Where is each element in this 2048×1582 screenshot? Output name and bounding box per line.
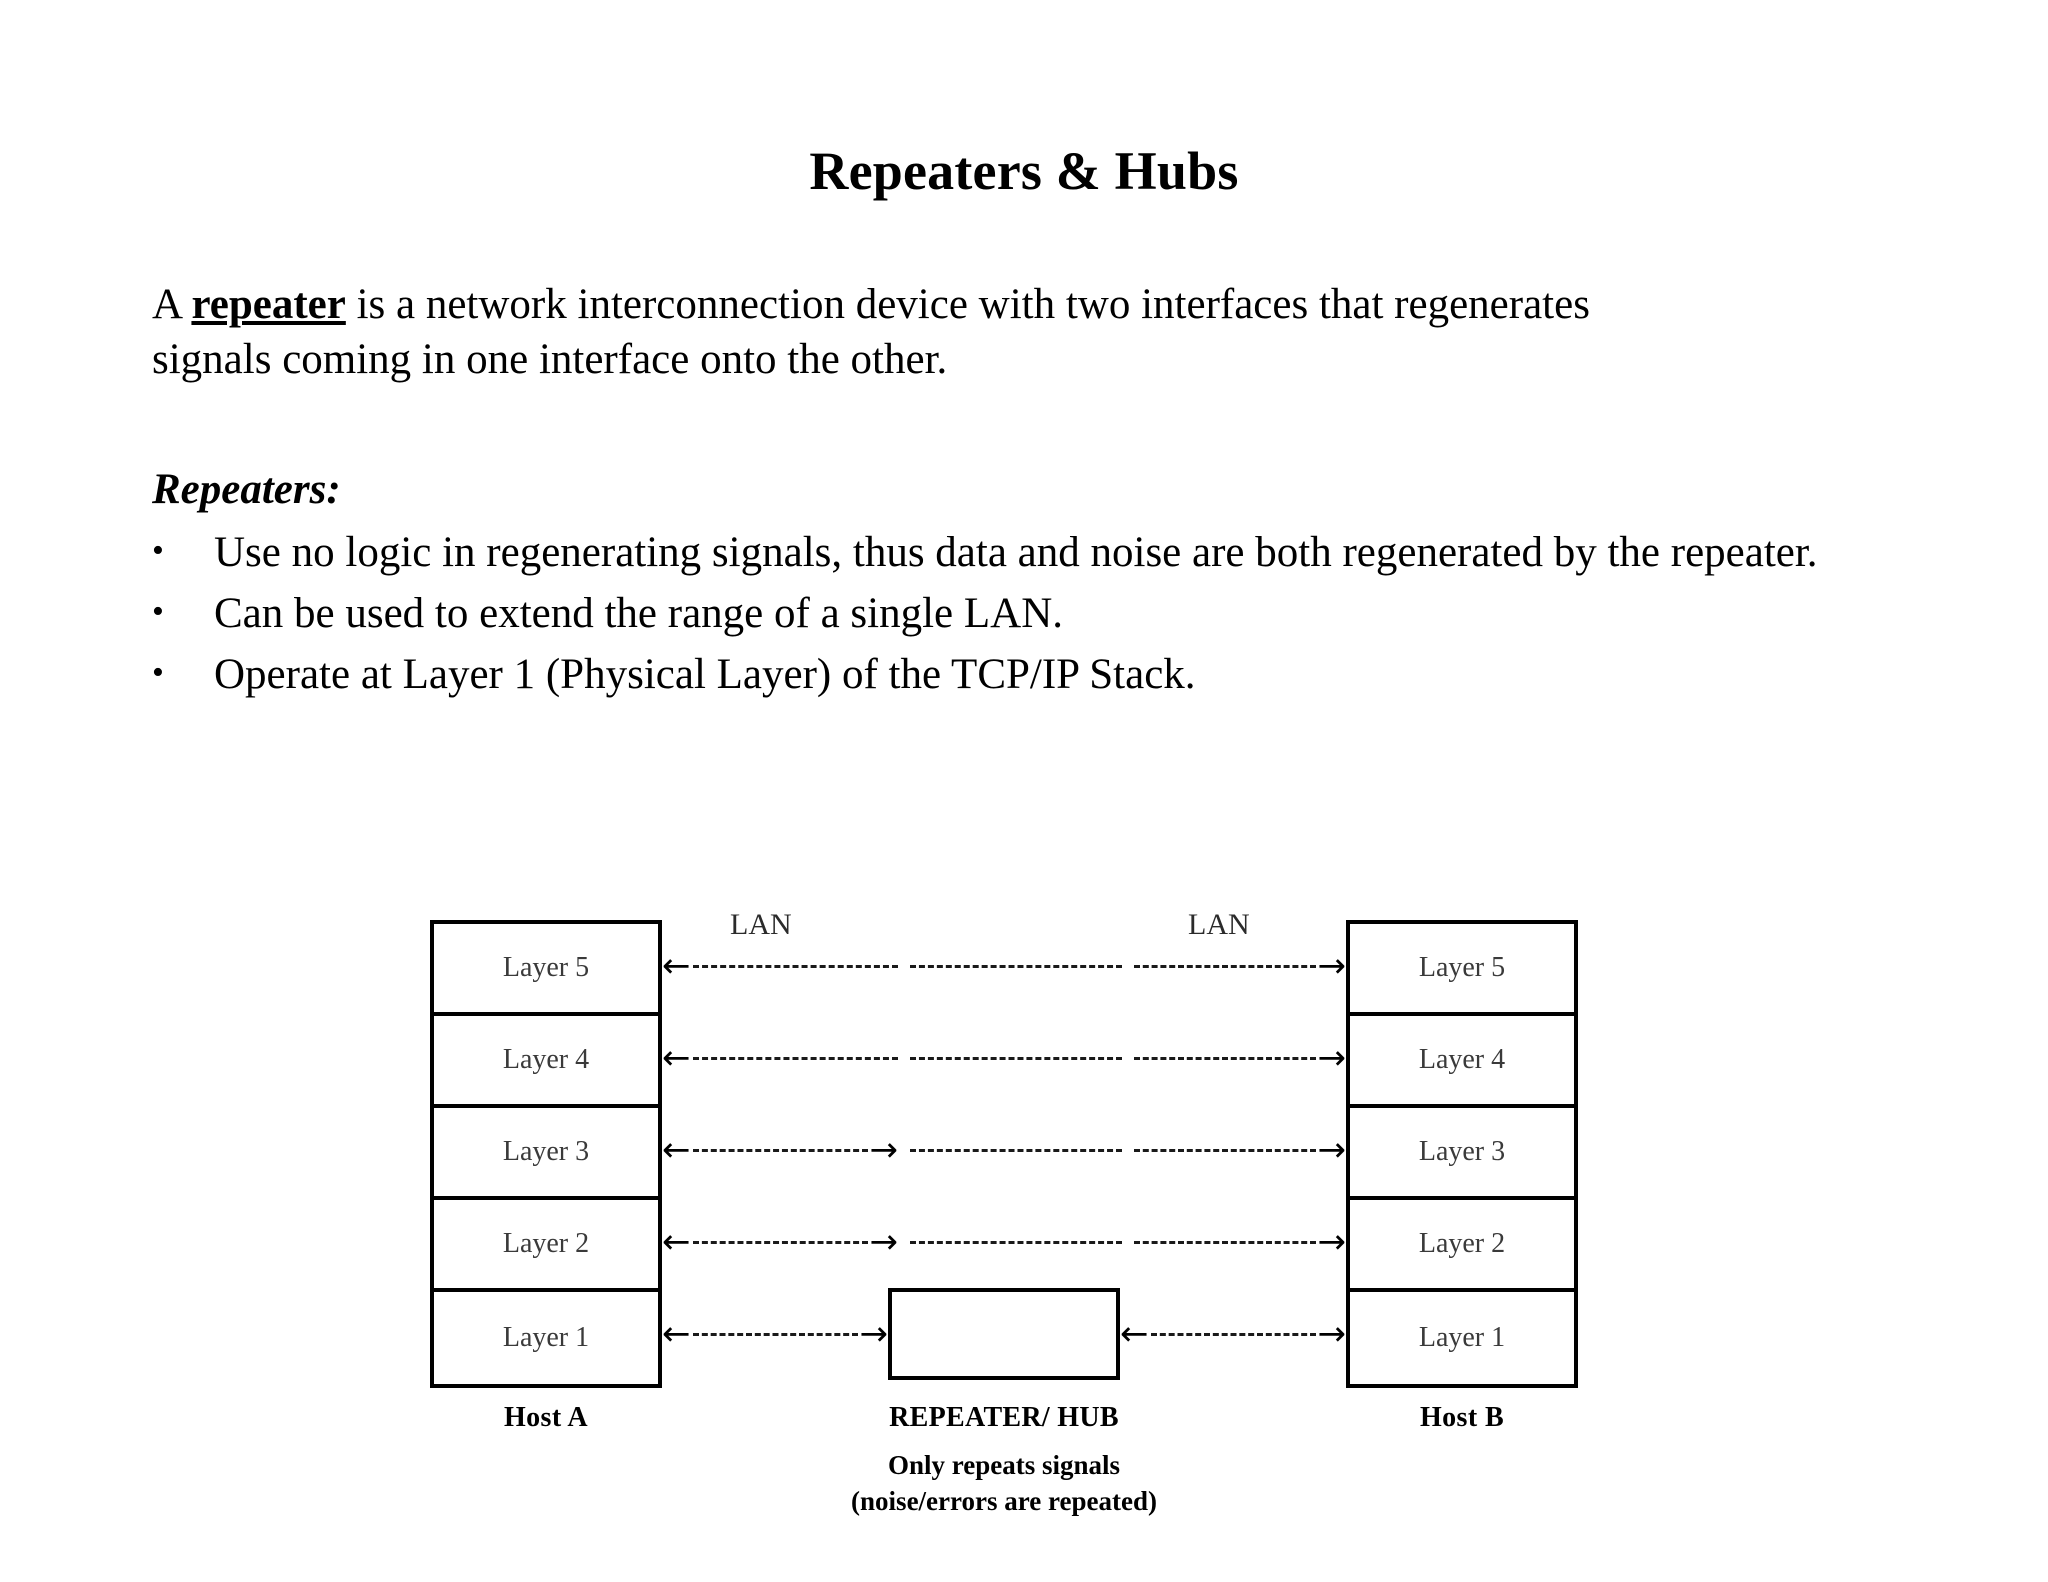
link-segment-right: →: [1134, 1222, 1347, 1262]
list-item: • Use no logic in regenerating signals, …: [152, 525, 1952, 580]
dashed-line: [1150, 1332, 1316, 1336]
link-row-layer-1: ← → ← →: [662, 1288, 1346, 1380]
link-segment-right: →: [1134, 1038, 1347, 1078]
host-b-label: Host B: [1419, 1402, 1505, 1433]
host-a-layer-3: Layer 3: [434, 1108, 658, 1200]
host-b-stack: Layer 5 Layer 4 Layer 3 Layer 2 Layer 1: [1346, 920, 1578, 1388]
link-segment-middle: [910, 1043, 1122, 1073]
link-segment-left: ←: [662, 1038, 898, 1078]
dashed-line: [692, 1240, 868, 1244]
link-segment-host-a-to-repeater: ← →: [662, 1317, 888, 1351]
arrow-right-icon: →: [1317, 1222, 1347, 1262]
host-b-layer-1: Layer 1: [1418, 1322, 1506, 1353]
arrow-left-icon: ←: [662, 1038, 691, 1078]
host-b-layer-3: Layer 3: [1350, 1108, 1574, 1200]
arrow-right-icon: →: [859, 1314, 889, 1354]
host-b-layer-5: Layer 5: [1350, 924, 1574, 1016]
host-a-label: Host A: [503, 1402, 589, 1433]
host-a-stack: Layer 5 Layer 4 Layer 3 Layer 2 Layer 1: [430, 920, 662, 1388]
arrow-left-icon: ←: [662, 1314, 691, 1354]
list-item-label: Can be used to extend the range of a sin…: [214, 590, 1063, 638]
dashed-line: [910, 1056, 1122, 1060]
host-b-layer-2: Layer 2: [1350, 1200, 1574, 1292]
arrow-left-icon: ←: [662, 1222, 691, 1262]
host-b-layer-4: Layer 4: [1350, 1016, 1574, 1108]
repeater-caption: Only repeats signals (noise/errors are r…: [718, 1448, 1290, 1519]
arrow-left-icon: ←: [662, 946, 691, 986]
host-a-layer-4: Layer 4: [434, 1016, 658, 1108]
list-item-label: Use no logic in regenerating signals, th…: [214, 529, 1818, 576]
link-row-layer-5: ← →: [662, 920, 1346, 1012]
list-item: • Operate at Layer 1 (Physical Layer) of…: [152, 647, 1952, 702]
dashed-line: [692, 1148, 868, 1152]
page-title: Repeaters & Hubs: [809, 141, 1239, 201]
dashed-line: [1134, 1240, 1316, 1244]
repeater-caption-line-1: Only repeats signals: [887, 1450, 1121, 1480]
arrow-right-icon: →: [1317, 946, 1347, 986]
arrow-left-icon: ←: [662, 1130, 691, 1170]
link-segment-repeater-to-host-b: ← →: [1120, 1317, 1346, 1351]
link-row-layer-3: ← → →: [662, 1104, 1346, 1196]
intro-text-before: A: [152, 281, 192, 328]
dashed-line: [692, 1332, 858, 1336]
link-segment-middle: [910, 951, 1122, 981]
lan-label-right: LAN: [1188, 908, 1250, 941]
repeater-keyword: repeater: [191, 281, 346, 328]
dashed-line: [910, 1240, 1122, 1244]
host-a-layer-1: Layer 1: [502, 1322, 590, 1353]
link-segment-left: ← →: [662, 1222, 899, 1262]
host-a-layer-2: Layer 2: [434, 1200, 658, 1292]
link-segment-middle: [910, 1227, 1122, 1257]
arrow-right-icon: →: [1317, 1038, 1347, 1078]
repeater-hub-diagram: LAN LAN Layer 5 Layer 4 Layer 3 Layer 2 …: [430, 908, 1590, 1516]
dashed-line: [692, 964, 898, 968]
repeater-hub-box: [888, 1288, 1120, 1380]
arrow-right-icon: →: [869, 1222, 899, 1262]
link-segment-right: →: [1134, 1130, 1347, 1170]
dashed-line: [692, 1056, 898, 1060]
dashed-line: [1134, 1056, 1316, 1060]
link-segment-left: ← →: [662, 1130, 899, 1170]
dashed-line: [910, 1148, 1122, 1152]
arrow-left-icon: ←: [1120, 1314, 1149, 1354]
bullet-dot-icon: •: [152, 593, 164, 631]
link-segment-right: →: [1134, 946, 1347, 986]
repeater-caption-line-2: (noise/errors are repeated): [851, 1485, 1157, 1516]
intro-paragraph: A repeater is a network interconnection …: [152, 278, 1712, 387]
arrow-right-icon: →: [1317, 1314, 1347, 1354]
dashed-line: [1134, 964, 1316, 968]
dashed-line: [1134, 1148, 1316, 1152]
bullet-dot-icon: •: [152, 532, 164, 569]
lan-label-left: LAN: [730, 908, 792, 941]
link-row-layer-4: ← →: [662, 1012, 1346, 1104]
arrow-right-icon: →: [1317, 1130, 1347, 1170]
dashed-line: [910, 964, 1122, 968]
link-segment-left: ←: [662, 946, 898, 986]
repeater-hub-label: REPEATER/ HUB: [889, 1402, 1119, 1433]
bullet-dot-icon: •: [152, 654, 164, 692]
host-a-layer-5: Layer 5: [434, 924, 658, 1016]
arrow-right-icon: →: [869, 1130, 899, 1170]
intro-text-after: is a network interconnection device with…: [152, 281, 1590, 383]
list-item: • Can be used to extend the range of a s…: [152, 586, 1952, 641]
link-segment-middle: [910, 1135, 1122, 1165]
bullet-list: • Use no logic in regenerating signals, …: [152, 525, 1952, 708]
link-row-layer-2: ← → →: [662, 1196, 1346, 1288]
section-heading-repeaters: Repeaters:: [152, 466, 341, 513]
list-item-label: Operate at Layer 1 (Physical Layer) of t…: [214, 651, 1196, 699]
